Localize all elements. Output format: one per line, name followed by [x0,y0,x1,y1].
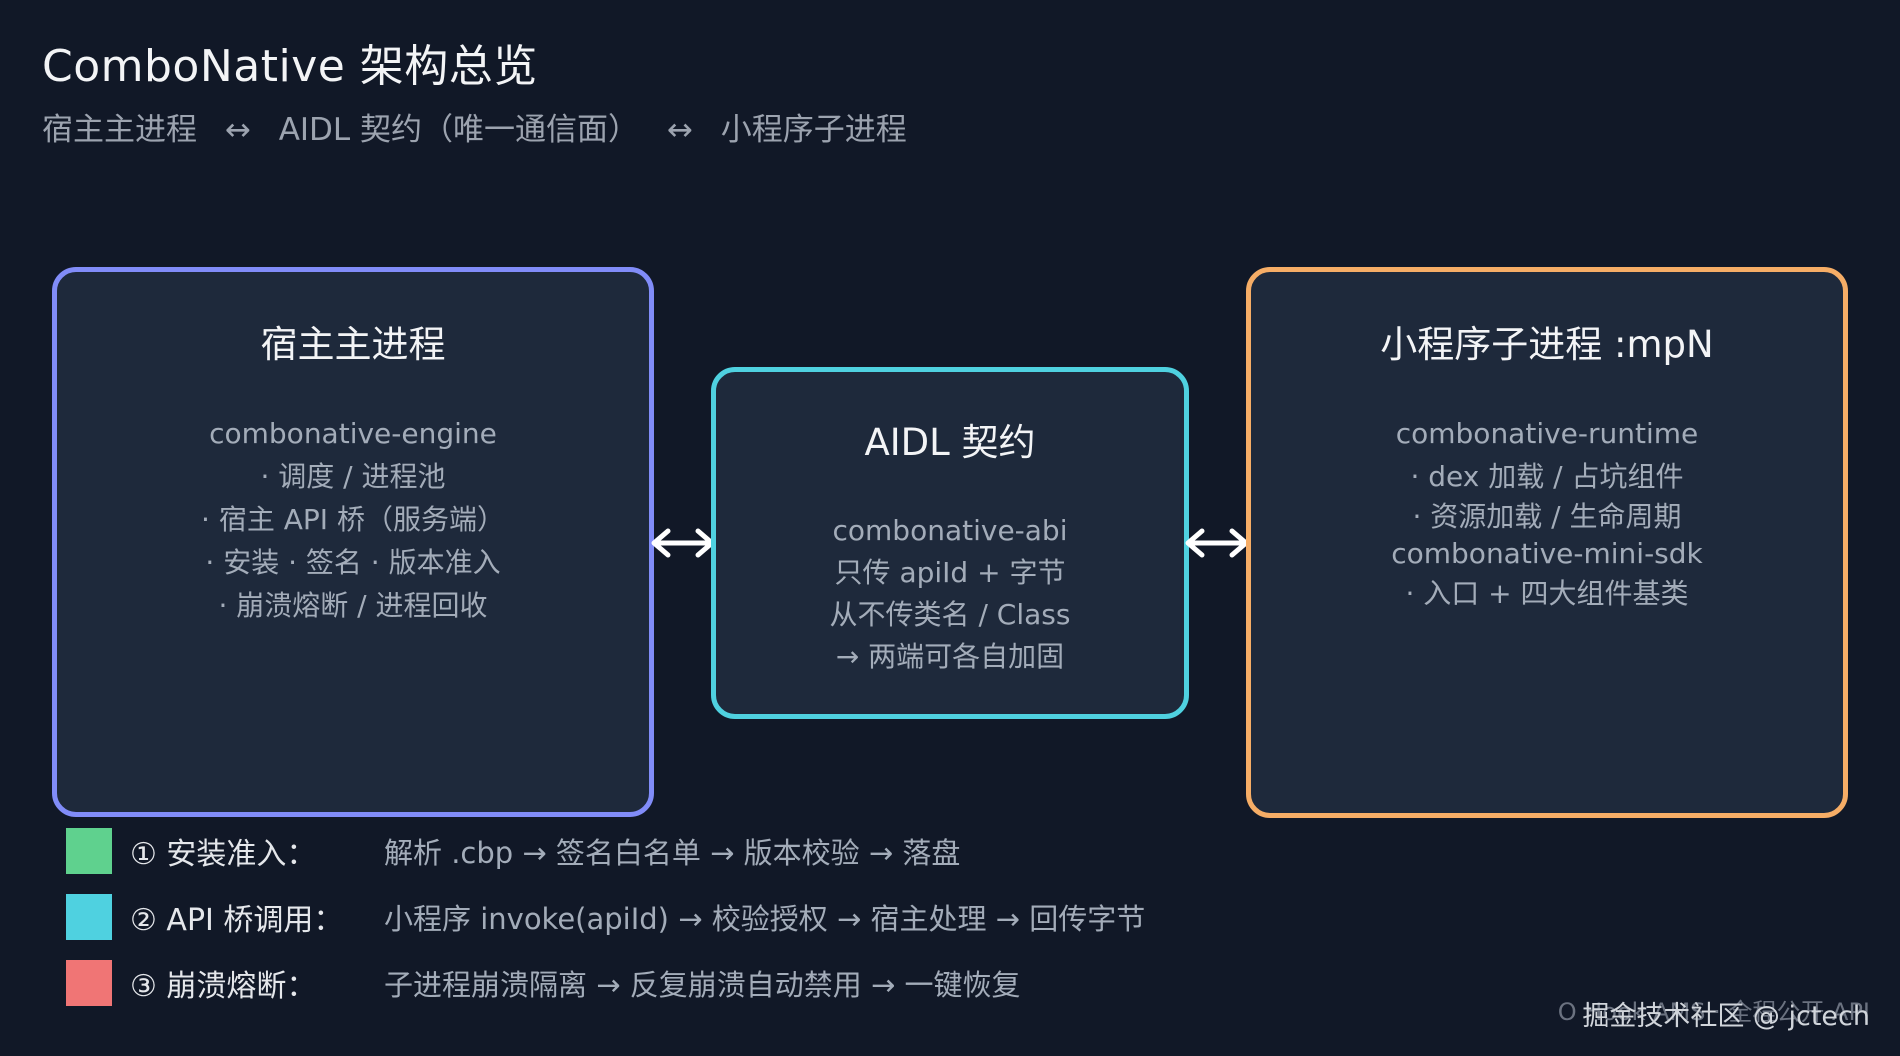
host-process-box: 宿主主进程 combonative-engine · 调度 / 进程池 · 宿主… [52,267,654,817]
aidl-contract-title: AIDL 契约 [864,421,1036,464]
mini-process-lines: combonative-runtime · dex 加载 / 占坑组件 · 资源… [1251,412,1843,615]
mini-line-3: · 资源加载 / 生命周期 [1412,500,1682,533]
mini-line-2: · dex 加载 / 占坑组件 [1410,460,1684,493]
host-line-3: · 宿主 API 桥（服务端） [201,503,505,536]
subtitle-arrow-2: ↔ [666,112,693,148]
mini-process-title: 小程序子进程 :mpN [1380,323,1714,366]
aidl-line-3: 从不传类名 / Class [829,598,1071,631]
legend: ① 安装准入： 解析 .cbp → 签名白名单 → 版本校验 → 落盘 ② AP… [66,818,1145,1016]
footer-text: O Hook AMS · 全程公开 API [1557,998,1870,1026]
legend-desc-crash: 子进程崩溃隔离 → 反复崩溃自动禁用 → 一键恢复 [384,968,1021,1002]
double-arrow-icon [1185,528,1249,558]
host-line-5: · 崩溃熔断 / 进程回收 [218,589,488,622]
aidl-line-1: combonative-abi [832,514,1068,547]
subtitle-mini: 小程序子进程 [720,112,907,148]
host-process-title: 宿主主进程 [260,323,446,366]
aidl-line-2: 只传 apiId + 字节 [834,556,1066,589]
mini-line-5: · 入口 + 四大组件基类 [1405,577,1689,610]
aidl-contract-box: AIDL 契约 combonative-abi 只传 apiId + 字节 从不… [711,367,1189,719]
legend-label-install: ① 安装准入： [130,837,317,872]
legend-row-api-bridge: ② API 桥调用： 小程序 invoke(apiId) → 校验授权 → 宿主… [66,884,1145,950]
legend-label-crash: ③ 崩溃熔断： [130,969,317,1004]
double-arrow-icon [651,528,715,558]
host-line-2: · 调度 / 进程池 [260,460,446,493]
legend-label-api-bridge: ② API 桥调用： [130,903,344,938]
aidl-contract-lines: combonative-abi 只传 apiId + 字节 从不传类名 / Cl… [716,510,1184,678]
mini-line-1: combonative-runtime [1395,417,1699,450]
mini-line-4: combonative-mini-sdk [1391,537,1703,570]
aidl-line-4: → 两端可各自加固 [835,640,1065,673]
footer-watermark: 掘金技术社区 @ jctech [1582,1001,1870,1032]
host-line-1: combonative-engine [209,417,497,450]
legend-desc-api-bridge: 小程序 invoke(apiId) → 校验授权 → 宿主处理 → 回传字节 [384,902,1146,936]
legend-swatch-api-bridge [66,894,112,940]
legend-row-crash: ③ 崩溃熔断： 子进程崩溃隔离 → 反复崩溃自动禁用 → 一键恢复 [66,950,1020,1016]
mini-process-box: 小程序子进程 :mpN combonative-runtime · dex 加载… [1246,267,1848,818]
host-process-lines: combonative-engine · 调度 / 进程池 · 宿主 API 桥… [57,412,649,627]
host-line-4: · 安装 · 签名 · 版本准入 [205,546,501,579]
page-title: ComboNative 架构总览 [42,41,538,92]
page-subtitle: 宿主主进程 ↔ AIDL 契约（唯一通信面） ↔ 小程序子进程 [42,104,925,149]
subtitle-arrow-1: ↔ [224,112,251,148]
footer-note: O Hook AMS · 全程公开 API 掘金技术社区 @ jctech [1557,992,1870,1032]
legend-desc-install: 解析 .cbp → 签名白名单 → 版本校验 → 落盘 [384,836,961,870]
legend-swatch-crash [66,960,112,1006]
legend-swatch-install [66,828,112,874]
legend-row-install: ① 安装准入： 解析 .cbp → 签名白名单 → 版本校验 → 落盘 [66,818,960,884]
subtitle-aidl: AIDL 契约（唯一通信面） [278,112,640,148]
subtitle-host: 宿主主进程 [42,112,197,148]
